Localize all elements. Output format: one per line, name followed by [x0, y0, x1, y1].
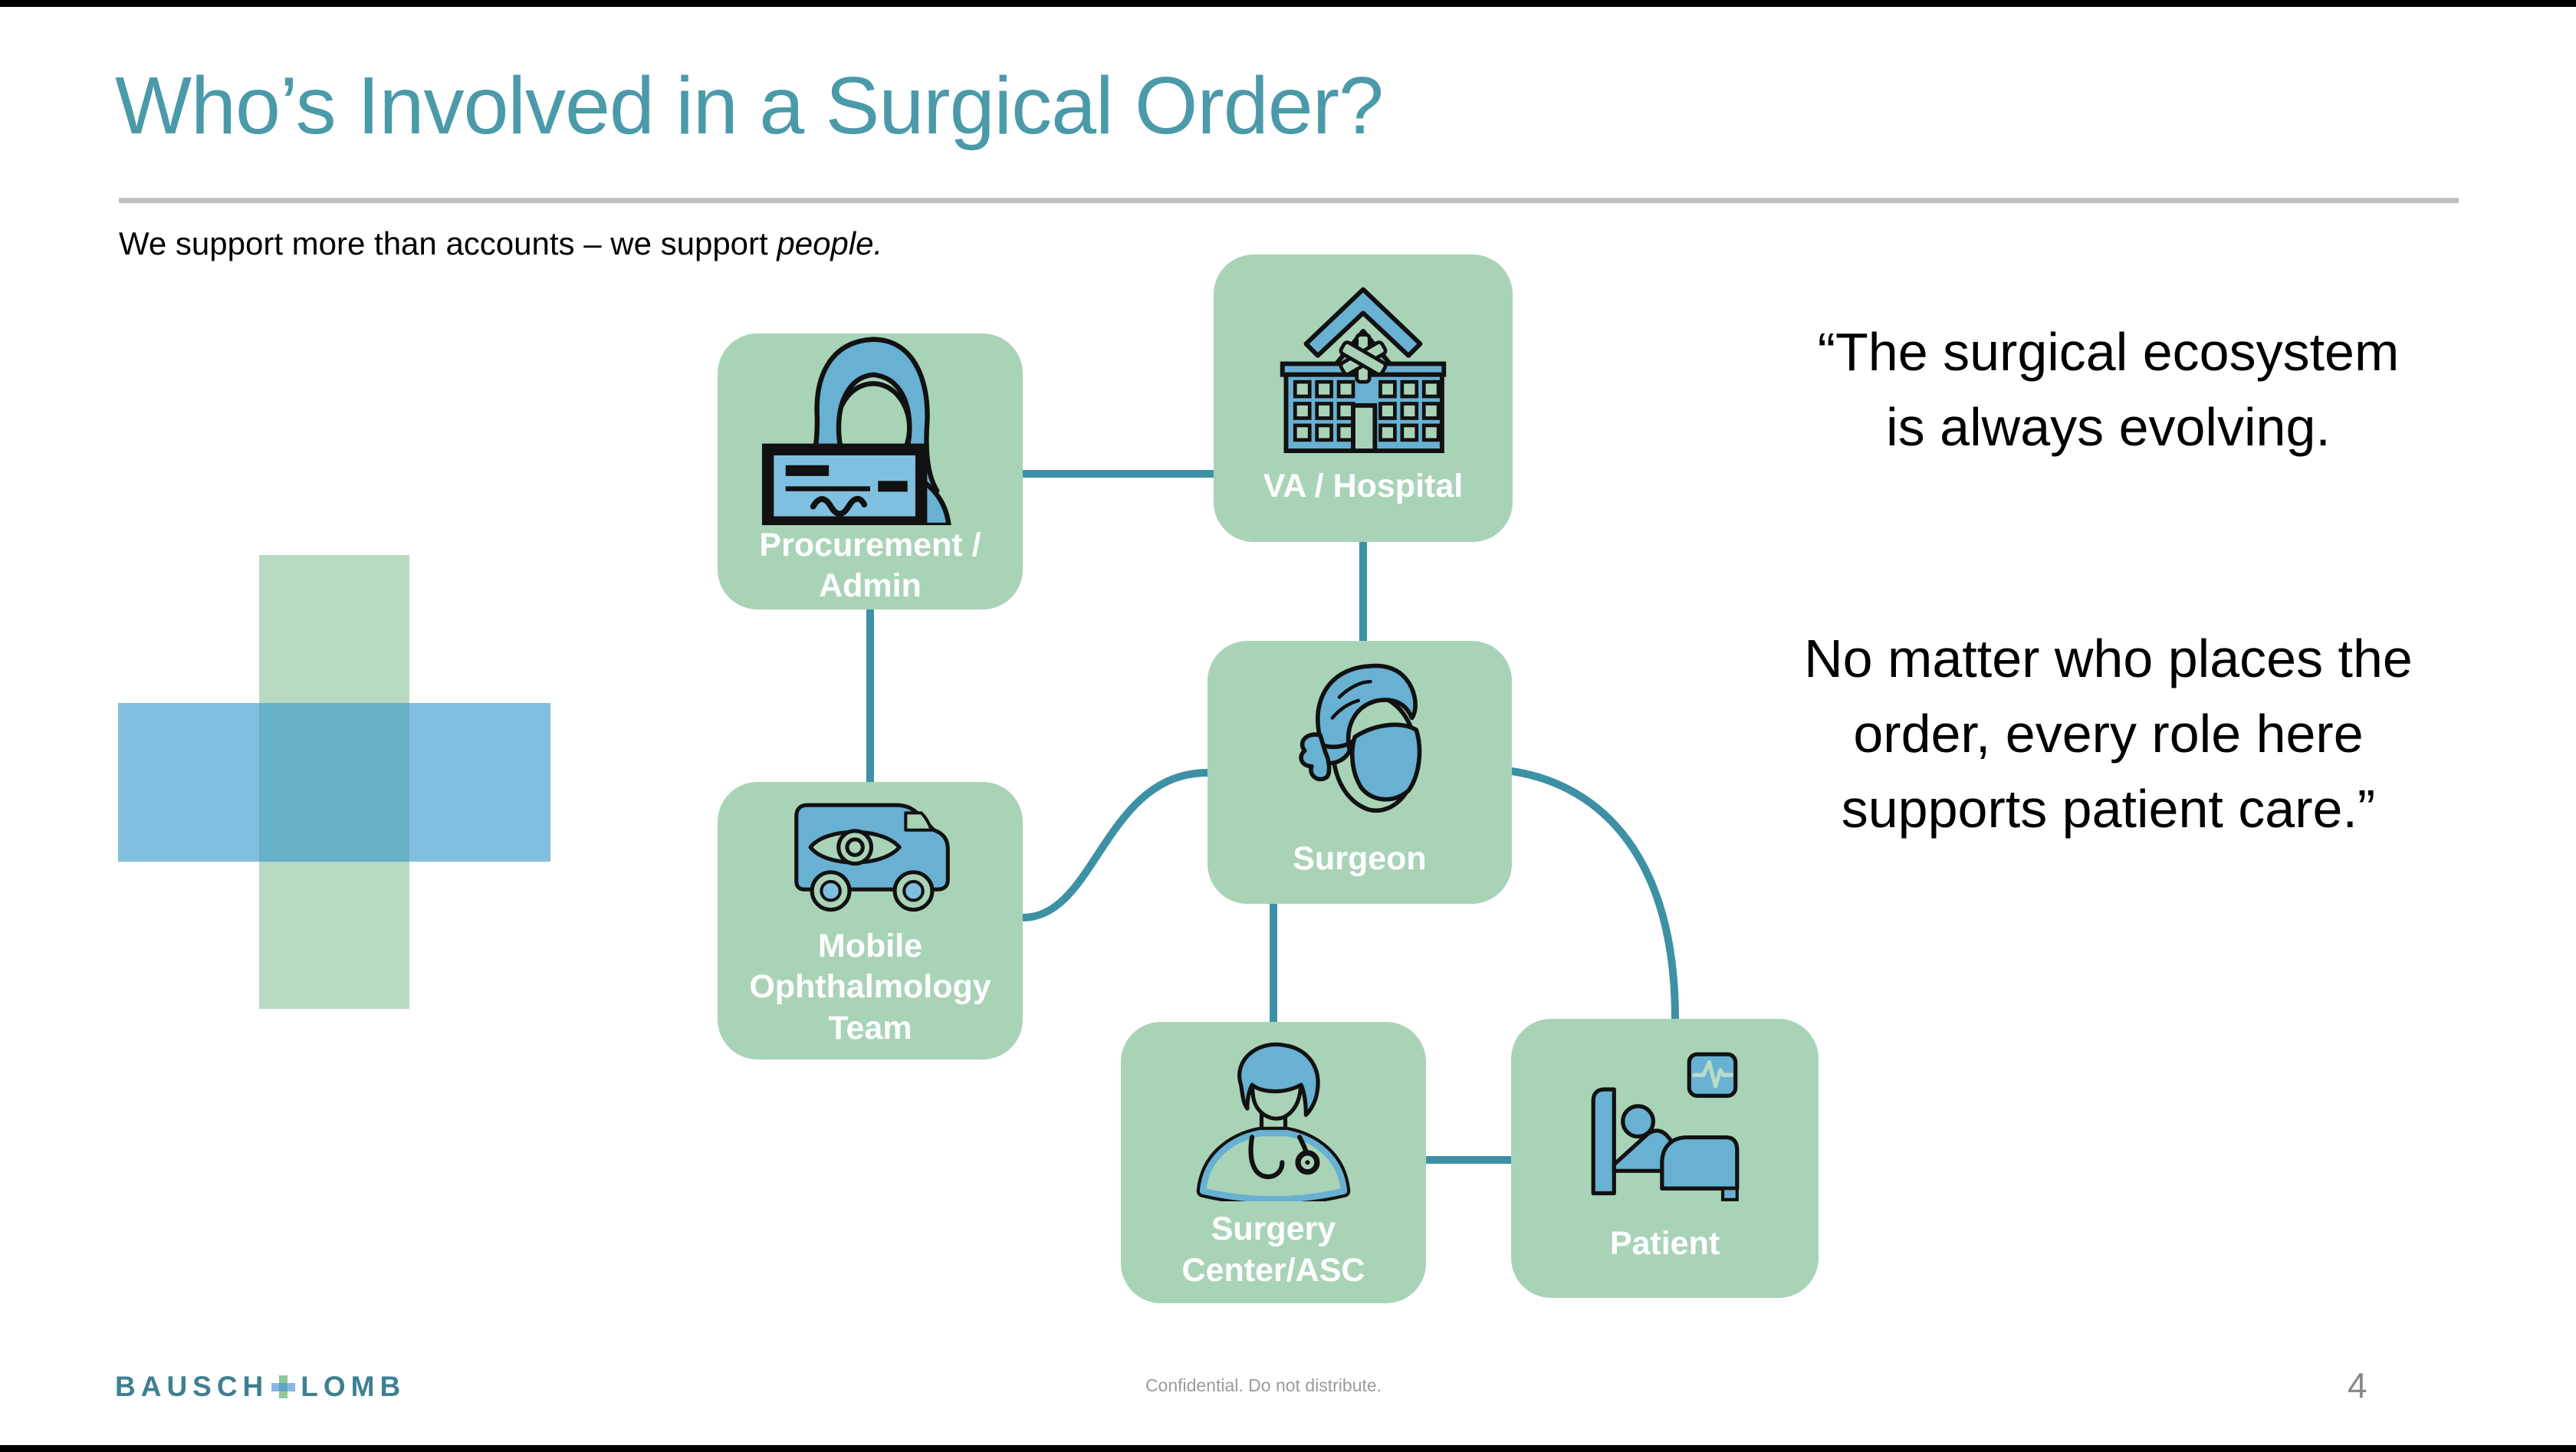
logo-word-bausch: BAUSCH — [115, 1371, 269, 1402]
decorative-cross-horizontal-bar — [118, 703, 550, 862]
eye-van-icon — [718, 782, 1023, 926]
surgeon-mask-icon — [1208, 641, 1512, 839]
connector-surgeon-patient — [1508, 767, 1679, 1023]
node-surgeon: Surgeon — [1208, 641, 1512, 904]
bottom-letterbox-bar — [0, 1445, 2576, 1452]
bausch-lomb-logo: BAUSCH LOMB — [115, 1371, 406, 1403]
subtitle: We support more than accounts – we suppo… — [119, 225, 882, 262]
node-label: Surgeon — [1293, 839, 1427, 877]
hospital-icon — [1214, 255, 1513, 466]
node-patient: Patient — [1511, 1019, 1819, 1298]
node-mobile-ophthalmology-team: Mobile Ophthalmology Team — [718, 782, 1023, 1059]
node-label: Procurement / Admin — [759, 527, 981, 605]
connector-mobile-surgeon — [1019, 769, 1211, 921]
node-label: Mobile Ophthalmology Team — [749, 928, 991, 1046]
logo-word-lomb: LOMB — [301, 1371, 406, 1402]
confidential-note: Confidential. Do not distribute. — [1145, 1375, 1382, 1395]
node-label: VA / Hospital — [1263, 467, 1464, 504]
quote-patient-care: No matter who places the order, every ro… — [1804, 629, 2413, 839]
node-procurement-admin: Procurement / Admin — [718, 333, 1023, 609]
subtitle-text: We support more than accounts – we suppo… — [119, 225, 777, 261]
subtitle-emphasis: people. — [777, 225, 883, 261]
doctor-stethoscope-icon — [1121, 1022, 1426, 1209]
node-surgery-center-asc: Surgery Center/ASC — [1121, 1022, 1426, 1303]
logo-plus-icon — [270, 1374, 296, 1400]
title-divider — [119, 198, 2459, 203]
page-number: 4 — [2348, 1365, 2367, 1405]
node-va-hospital: VA / Hospital — [1214, 255, 1513, 542]
node-label: Surgery Center/ASC — [1181, 1211, 1365, 1289]
quote-surgical-ecosystem: “The surgical ecosystem is always evolvi… — [1817, 322, 2400, 457]
top-letterbox-bar — [0, 0, 2576, 7]
page-title: Who’s Involved in a Surgical Order? — [115, 61, 1384, 151]
patient-bed-icon — [1511, 1019, 1819, 1224]
node-label: Patient — [1609, 1224, 1720, 1262]
woman-check-icon — [718, 333, 1023, 525]
